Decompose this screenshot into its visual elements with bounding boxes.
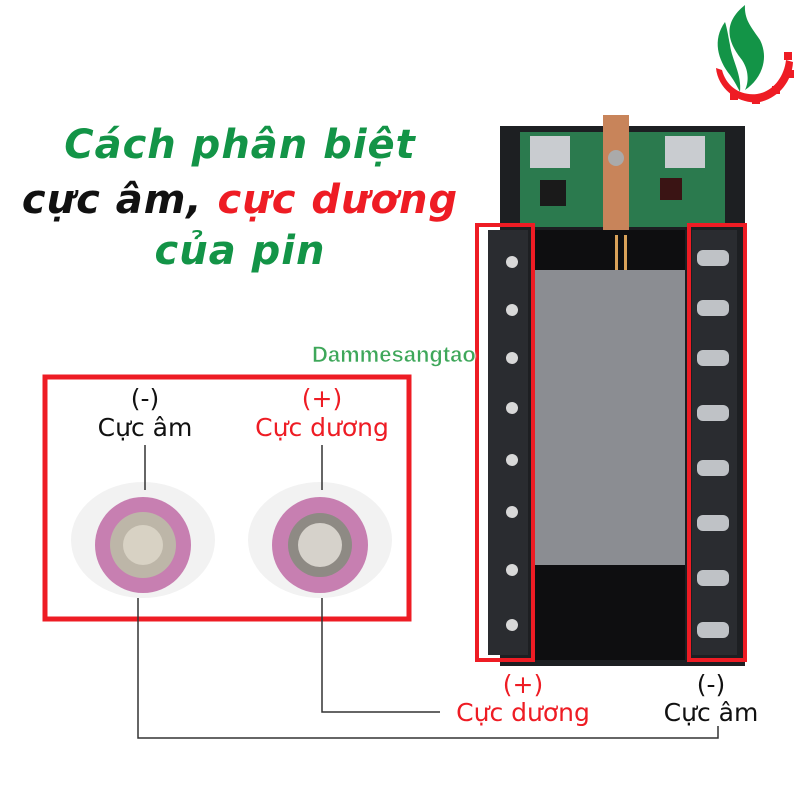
panel-positive-sign: (+)	[301, 384, 343, 413]
battery-positive-photo	[248, 482, 392, 598]
battery-comparison-box	[42, 374, 412, 622]
flame-gear-logo	[716, 5, 794, 104]
power-bank-case-photo	[488, 115, 745, 666]
title-positive: cực dương	[217, 177, 459, 223]
positive-rail-highlight	[475, 223, 535, 662]
negative-rail-highlight	[687, 223, 747, 662]
title-comma: ,	[186, 177, 203, 223]
title-line-1: Cách phân biệt	[64, 122, 416, 168]
title-line-2: cực âm, cực dương	[0, 177, 480, 223]
panel-positive-label: Cực dương	[255, 413, 389, 442]
panel-negative-sign: (-)	[130, 384, 160, 413]
bottom-positive-label: Cực dương	[456, 698, 590, 727]
bottom-positive-sign: (+)	[502, 670, 544, 699]
watermark: Dammesangtao	[312, 342, 476, 368]
bottom-negative-sign: (-)	[696, 670, 726, 699]
panel-negative-label: Cực âm	[97, 413, 193, 442]
bottom-negative-label: Cực âm	[663, 698, 759, 727]
connector-lines	[137, 445, 719, 739]
title-line-3: của pin	[154, 228, 326, 274]
battery-negative-photo	[71, 482, 215, 598]
title-negative: cực âm	[21, 177, 187, 223]
